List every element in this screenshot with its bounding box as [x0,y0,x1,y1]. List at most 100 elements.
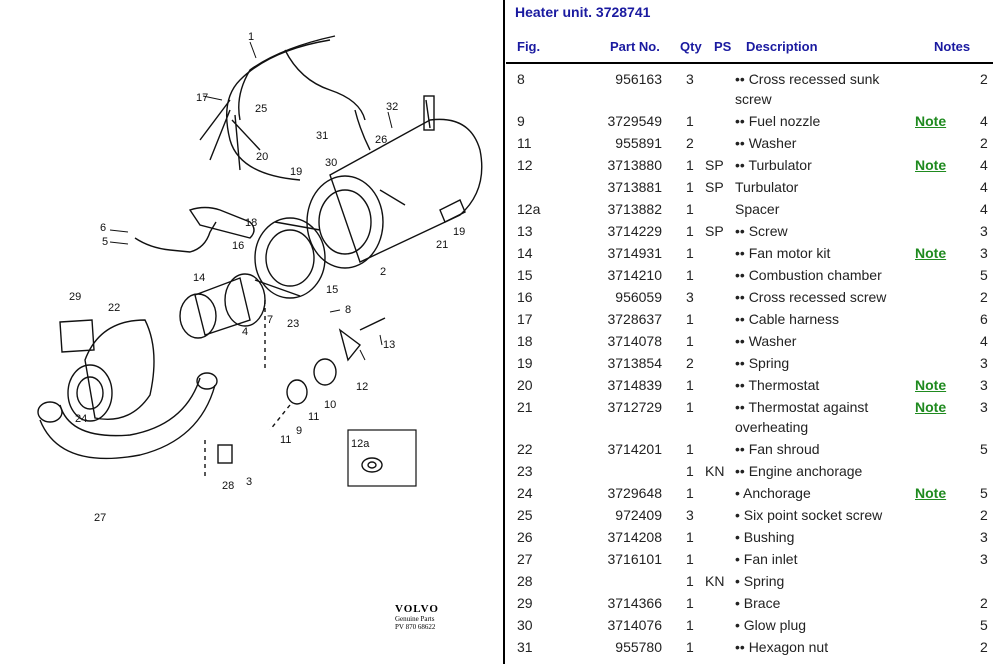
svg-text:12: 12 [356,381,368,393]
part-number-cell: 3714210 [607,267,662,283]
fig-cell: 26 [517,529,533,545]
qty-cell: 1 [686,573,694,589]
qty-cell: 1 [686,311,694,327]
page-title: Heater unit. 3728741 [515,4,651,20]
notes-value-cell: 6 [980,311,988,327]
description-cell: •• Cross recessed screw [735,289,887,305]
fig-cell: 14 [517,245,533,261]
qty-cell: 1 [686,639,694,655]
logo-line1: Genuine Parts [395,615,435,623]
notes-value-cell: 3 [980,551,988,567]
notes-value-cell: 3 [980,355,988,371]
svg-text:6: 6 [100,222,106,234]
svg-text:21: 21 [436,239,448,251]
fig-cell: 16 [517,289,533,305]
note-link[interactable]: Note [915,377,947,393]
svg-text:27: 27 [94,512,106,524]
part-number-cell: 972409 [615,507,662,523]
notes-value-cell: 3 [980,399,988,415]
description-cell: • Six point socket screw [735,507,883,523]
qty-cell: 1 [686,485,694,501]
notes-value-cell: 2 [980,595,988,611]
svg-text:14: 14 [193,272,205,284]
ps-cell: SP [705,179,724,195]
svg-text:32: 32 [386,101,398,113]
part-number-cell: 3714839 [607,377,662,393]
svg-text:1: 1 [248,31,254,43]
fig-cell: 20 [517,377,533,393]
description-cell: • Spring [735,573,785,589]
qty-cell: 1 [686,463,694,479]
svg-text:31: 31 [316,130,328,142]
description-cell: •• Washer [735,135,797,151]
header-divider [506,62,993,64]
description-cell: •• Engine anchorage [735,463,863,479]
qty-cell: 1 [686,551,694,567]
notes-value-cell: 2 [980,289,988,305]
qty-cell: 1 [686,179,694,195]
fig-cell: 30 [517,617,533,633]
qty-cell: 3 [686,507,694,523]
svg-text:25: 25 [255,103,267,115]
qty-cell: 1 [686,333,694,349]
notes-value-cell: 2 [980,135,988,151]
part-number-cell: 3714208 [607,529,662,545]
description-cell: • Anchorage [735,485,811,501]
qty-cell: 1 [686,245,694,261]
note-link[interactable]: Note [915,113,947,129]
description-cell: • Brace [735,595,781,611]
qty-cell: 1 [686,113,694,129]
fig-cell: 18 [517,333,533,349]
part-number-cell: 3714931 [607,245,662,261]
parts-diagram: 1 2 3 4 5 6 7 8 9 10 11 11 12 13 14 15 1… [37,31,483,631]
qty-cell: 1 [686,267,694,283]
part-number-cell: 955780 [615,639,662,655]
note-link[interactable]: Note [915,399,947,415]
svg-text:8: 8 [345,304,351,316]
fig-cell: 13 [517,223,533,239]
part-number-cell: 3714201 [607,441,662,457]
notes-value-cell: 4 [980,201,988,217]
svg-text:11: 11 [280,434,291,446]
parts-list-panel: Heater unit. 3728741 Fig. Part No. Qty P… [506,0,993,664]
part-number-cell: 3728637 [607,311,662,327]
fig-cell: 17 [517,311,533,327]
notes-value-cell: 5 [980,441,988,457]
part-number-cell: 955891 [615,135,662,151]
notes-value-cell: 5 [980,267,988,283]
note-link[interactable]: Note [915,245,947,261]
qty-cell: 2 [686,135,694,151]
fig-cell: 21 [517,399,533,415]
header-description: Description [746,39,818,54]
fig-cell: 31 [517,639,533,655]
svg-text:5: 5 [102,236,108,248]
note-link[interactable]: Note [915,485,947,501]
part-number-cell: 3713881 [607,179,662,195]
header-part-no: Part No. [610,39,660,54]
part-number-cell: 3714076 [607,617,662,633]
qty-cell: 1 [686,399,694,415]
svg-text:23: 23 [287,318,299,330]
ps-cell: KN [705,463,725,479]
fig-cell: 8 [517,71,525,87]
part-number-cell: 3714229 [607,223,662,239]
part-number-cell: 3714078 [607,333,662,349]
description-cell: Spacer [735,201,780,217]
note-link[interactable]: Note [915,157,947,173]
panel-divider [503,0,505,664]
fig-cell: 28 [517,573,533,589]
svg-text:26: 26 [375,134,387,146]
